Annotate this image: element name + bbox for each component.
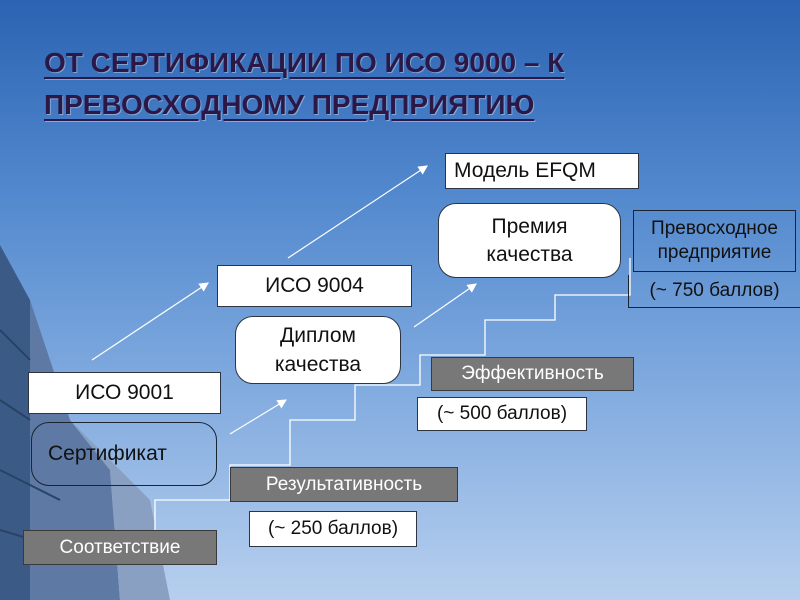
score-250-label: (~ 250 баллов) <box>249 511 417 547</box>
score-750-label: (~ 750 баллов) <box>628 275 800 308</box>
efqm-model-box: Модель EFQM <box>445 153 639 189</box>
excellent-enterprise-box: Превосходное предприятие <box>633 210 796 272</box>
iso9004-box: ИСО 9004 <box>217 265 412 307</box>
quality-award-box: Премия качества <box>438 203 621 278</box>
arrow-iso9004-to-efqm <box>287 165 429 259</box>
title-line-1: ОТ СЕРТИФИКАЦИИ ПО ИСО 9000 – К <box>44 47 565 78</box>
certificate-box: Сертификат <box>31 422 217 486</box>
quality-diploma-box: Диплом качества <box>235 316 401 384</box>
conformity-level: Соответствие <box>23 530 217 565</box>
arrow-iso9001-to-iso9004 <box>91 282 209 361</box>
title-line-2: ПРЕВОСХОДНОМУ ПРЕДПРИЯТИЮ <box>44 89 535 120</box>
arrow-diploma-to-award <box>413 283 477 328</box>
iso9001-box: ИСО 9001 <box>28 372 221 414</box>
effectiveness-level: Результативность <box>230 467 458 502</box>
score-500-label: (~ 500 баллов) <box>417 397 587 431</box>
arrow-certificate-to-diploma <box>229 399 288 435</box>
slide-title: ОТ СЕРТИФИКАЦИИ ПО ИСО 9000 – К ПРЕВОСХО… <box>44 42 644 126</box>
efficiency-level: Эффективность <box>431 357 634 391</box>
